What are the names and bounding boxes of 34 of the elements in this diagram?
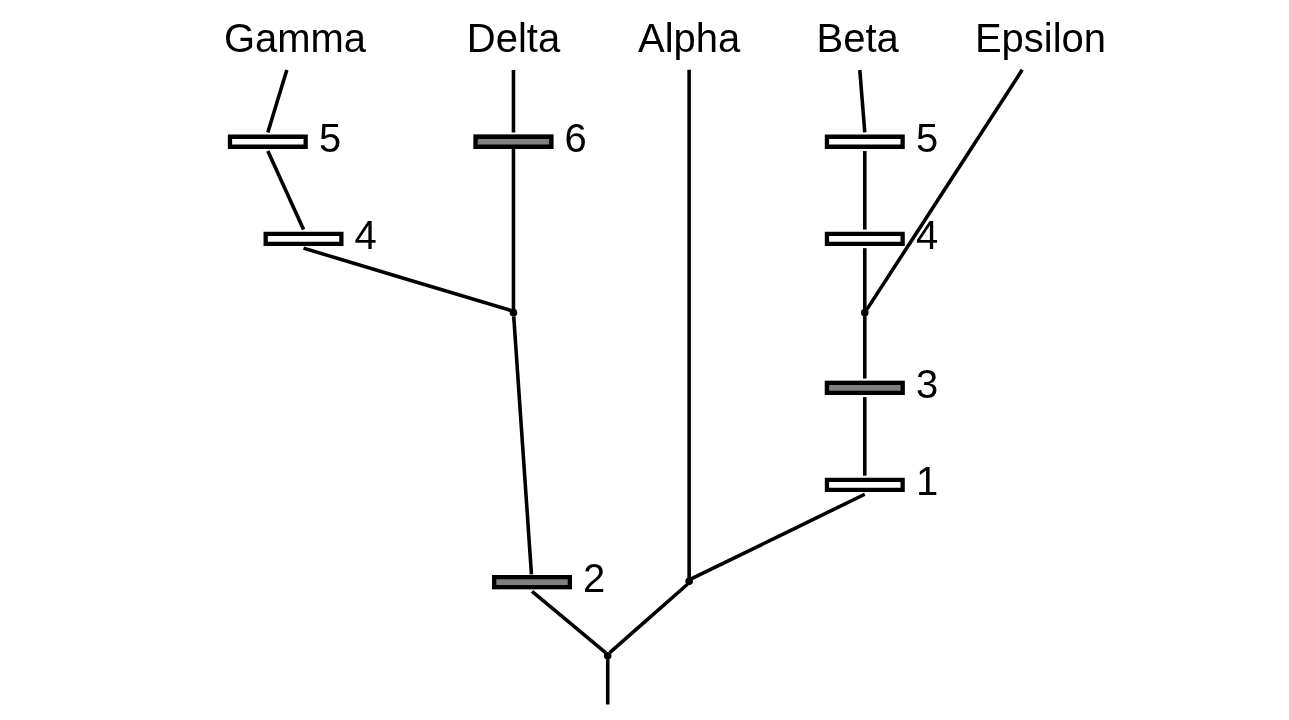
connector xyxy=(530,590,607,655)
connector xyxy=(511,149,516,310)
node-text: Gamma xyxy=(223,15,367,60)
connector xyxy=(511,316,534,575)
connector xyxy=(690,492,866,581)
node-point xyxy=(685,577,693,586)
node-text: Epsilon xyxy=(974,15,1106,60)
node-label: 3 xyxy=(915,361,939,406)
connector xyxy=(858,69,867,133)
node-point xyxy=(861,308,869,317)
connector xyxy=(303,246,512,313)
connector xyxy=(863,151,867,230)
node-label: 4 xyxy=(354,212,377,257)
connector xyxy=(511,70,516,133)
node-label: 5 xyxy=(915,115,939,160)
connector xyxy=(865,68,1024,311)
node-label: 5 xyxy=(318,115,342,160)
connector xyxy=(863,316,867,379)
node-text: Beta xyxy=(816,15,899,60)
node-label: 6 xyxy=(564,115,587,160)
node-point xyxy=(603,652,612,660)
node-point xyxy=(509,308,518,317)
node-label: 1 xyxy=(915,458,939,503)
connector xyxy=(863,248,867,310)
connector xyxy=(266,69,289,133)
node-text: Alpha xyxy=(638,15,741,60)
node-label: 2 xyxy=(583,555,606,600)
connector xyxy=(863,397,867,476)
connector xyxy=(608,582,689,654)
node-text: Delta xyxy=(466,15,561,60)
connector xyxy=(687,69,691,578)
node-label: 4 xyxy=(915,212,939,257)
connector xyxy=(605,659,610,705)
connector xyxy=(266,150,306,231)
